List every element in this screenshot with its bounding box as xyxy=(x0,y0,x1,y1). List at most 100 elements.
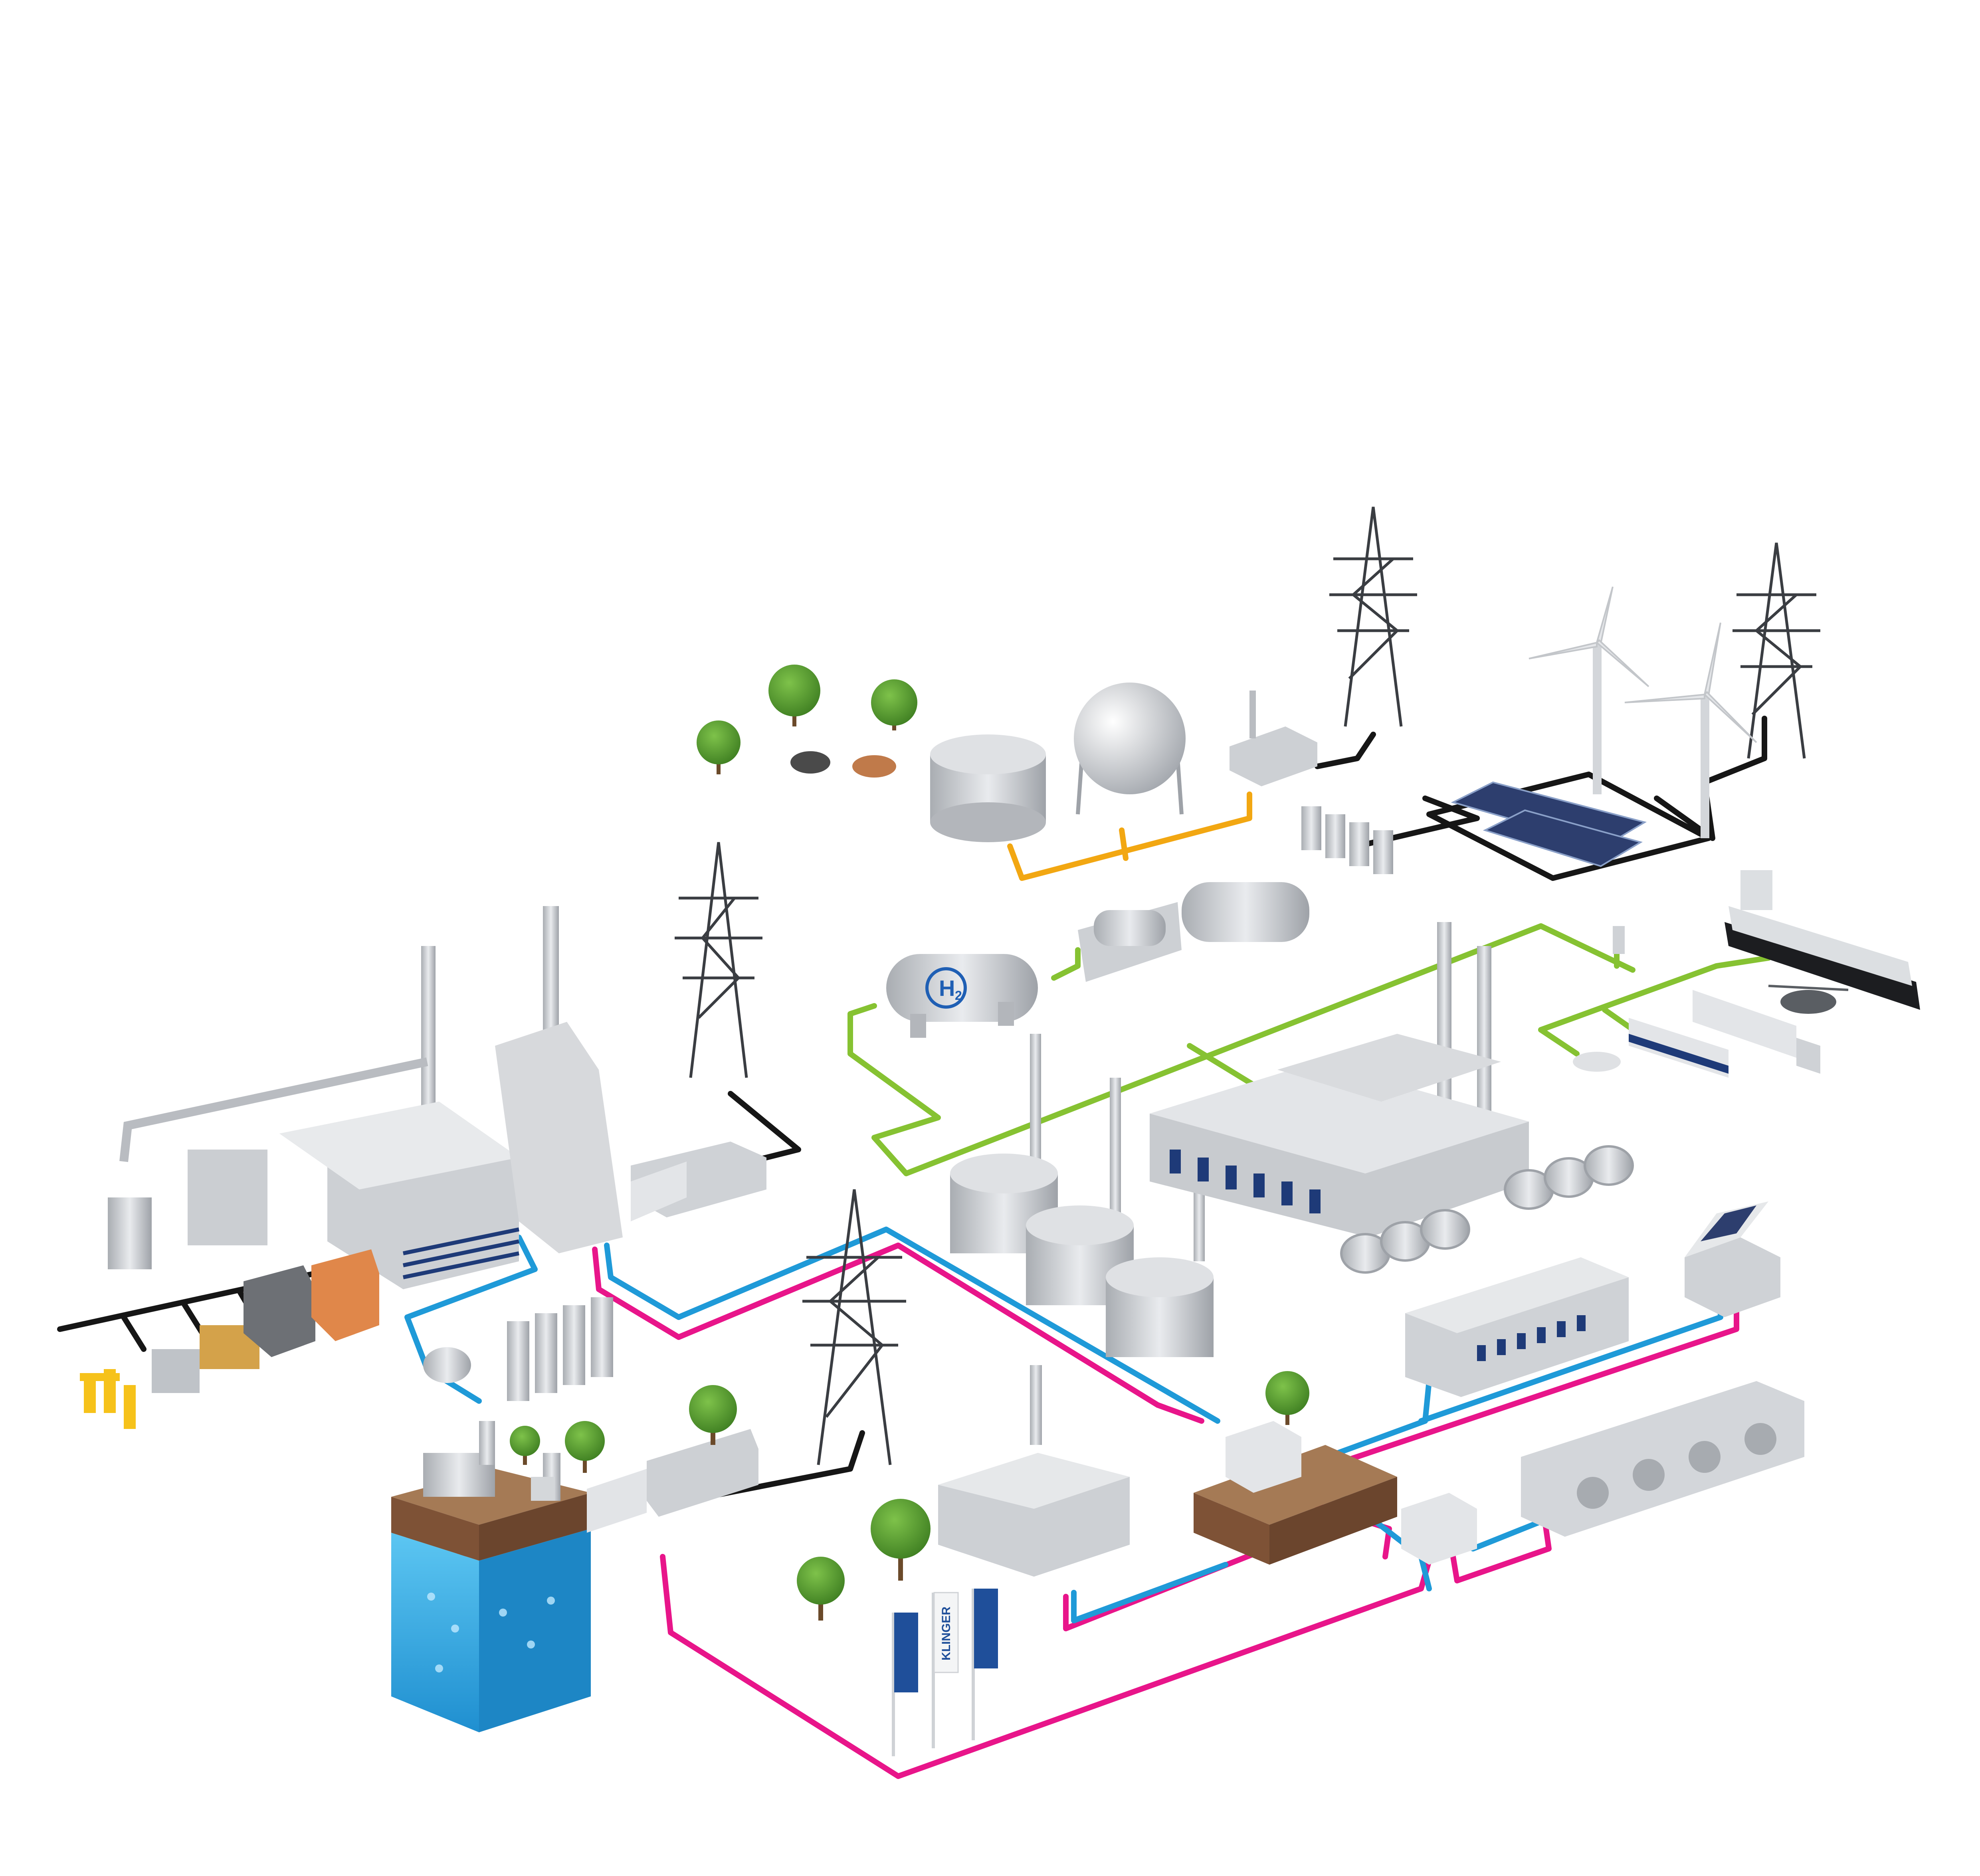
tree-icon xyxy=(797,1557,845,1621)
industrial-plant-icon xyxy=(1150,922,1529,1237)
hydrogen-subscript: 2 xyxy=(955,988,962,1003)
office-building-icon xyxy=(1405,1257,1629,1397)
steel-coil-icon xyxy=(1420,1209,1470,1250)
wood-chip-bin-icon xyxy=(311,1249,379,1341)
gas-storage xyxy=(930,683,1317,842)
substation-icon xyxy=(1230,691,1317,786)
wind-turbines xyxy=(1529,586,1757,838)
tree-icon xyxy=(565,1421,605,1473)
transport xyxy=(1573,870,1920,1078)
brand-label: KLINGER xyxy=(940,1607,953,1660)
house-icon xyxy=(1685,1201,1780,1317)
transmission-tower-icon xyxy=(675,842,762,1078)
power-line-fuel-branch-1 xyxy=(121,1314,147,1352)
hydrogen-line-branch-plant xyxy=(1187,1043,1264,1092)
tree-icon xyxy=(768,665,820,726)
car-icon xyxy=(1573,1052,1621,1072)
hydrogen-line-main xyxy=(847,923,1635,1176)
tree-icon xyxy=(510,1426,540,1465)
scrubber xyxy=(108,1197,152,1269)
helicopter-icon xyxy=(1768,985,1849,1014)
hub-soil-side xyxy=(1269,1477,1397,1565)
heat-line-factory xyxy=(1063,1526,1320,1631)
solar-panel-icon xyxy=(1451,781,1647,867)
soil-front-right xyxy=(479,1493,591,1561)
steel-coil-icon xyxy=(1584,1145,1634,1186)
cold-line-factory xyxy=(1071,1562,1228,1623)
cooling-tower xyxy=(495,1022,623,1253)
district-heating-hub xyxy=(1194,1421,1477,1565)
flue-pipe xyxy=(119,1057,428,1162)
hydrogen-tank-icon: H 2 xyxy=(886,954,1038,1038)
turbine-generator-icon xyxy=(587,1429,758,1533)
geothermal-block xyxy=(391,1421,591,1732)
power-line-solar xyxy=(1354,796,1480,849)
office-windows xyxy=(1477,1315,1586,1361)
pump-unit xyxy=(423,1347,471,1383)
main-power-plant xyxy=(108,906,766,1289)
factory-windows xyxy=(1170,1150,1321,1213)
flag-icon xyxy=(933,1592,959,1673)
boiler-house-roof xyxy=(279,1102,519,1189)
spherical-tank-icon xyxy=(1074,683,1186,815)
heat-line-heat-pump xyxy=(1450,1518,1552,1583)
geothermal-stack-1 xyxy=(479,1421,495,1465)
heat-exchanger-1 xyxy=(1226,1421,1301,1493)
heat-pump-icon xyxy=(1521,1381,1804,1537)
chimney-1 xyxy=(421,946,436,1122)
storage-silos xyxy=(950,1034,1214,1357)
battery-storage-icon xyxy=(1301,806,1393,874)
water-front-right xyxy=(479,1529,591,1732)
gas-line-storage-2 xyxy=(1119,827,1129,861)
fuel-storage xyxy=(80,1249,379,1429)
brand-flags: KLINGER xyxy=(892,1589,998,1756)
water-bubbles xyxy=(427,1593,555,1672)
wind-turbine-icon xyxy=(1624,622,1757,838)
transmission-tower-icon xyxy=(1329,507,1417,727)
gas-storage-tank-icon xyxy=(930,734,1046,842)
tree-icon xyxy=(871,1499,931,1581)
dust-filter xyxy=(188,1150,267,1245)
boiler-stripes xyxy=(402,1227,520,1279)
electrolyzer-icon xyxy=(1078,882,1309,982)
transmission-tower-icon xyxy=(802,1189,906,1465)
heat-exchanger-2 xyxy=(1401,1493,1477,1565)
hydrogen-label: H xyxy=(939,976,955,1001)
power-line-substation-tower xyxy=(1315,732,1376,769)
flag-icon xyxy=(894,1613,918,1692)
turbine-cone xyxy=(631,1162,687,1221)
geothermal-stack-3 xyxy=(531,1477,555,1501)
cold-storage-tanks xyxy=(423,1297,613,1401)
transmission-tower-icon xyxy=(1732,542,1820,759)
cows xyxy=(790,751,896,778)
heat-pumps xyxy=(1521,1381,1804,1537)
wind-turbine-icon xyxy=(1529,586,1649,794)
coal-bin-icon xyxy=(244,1265,315,1357)
truck-icon xyxy=(1693,990,1820,1074)
trees xyxy=(510,665,1309,1621)
tree-icon xyxy=(689,1385,737,1445)
ship-icon xyxy=(1725,870,1920,1010)
heat-line-plant xyxy=(592,1243,1204,1424)
hydrogen-line-transport xyxy=(1538,955,1771,1033)
tree-icon xyxy=(871,679,917,730)
gas-valve-icon xyxy=(80,1369,136,1429)
water-front-left xyxy=(391,1533,479,1732)
flag-icon xyxy=(974,1589,998,1668)
hub-soil-top xyxy=(1194,1445,1397,1525)
hydrogen-line-car xyxy=(1538,1027,1580,1057)
gas-line-storage xyxy=(1007,792,1252,881)
cow-icon xyxy=(852,755,896,778)
tree-icon xyxy=(1265,1371,1309,1425)
heat-line-geo-loop xyxy=(660,1554,1432,1779)
steel-coils xyxy=(1340,1145,1634,1274)
hydrogen-line-electrolyzer xyxy=(1051,947,1081,981)
hub-soil-front xyxy=(1194,1493,1269,1565)
house-solar-roof xyxy=(1701,1205,1756,1241)
transmission-towers xyxy=(675,507,1820,1465)
charging-station-icon xyxy=(1613,926,1625,954)
factory-small xyxy=(938,1365,1130,1577)
bus-icon xyxy=(1629,1018,1729,1078)
cow-icon xyxy=(790,751,830,774)
